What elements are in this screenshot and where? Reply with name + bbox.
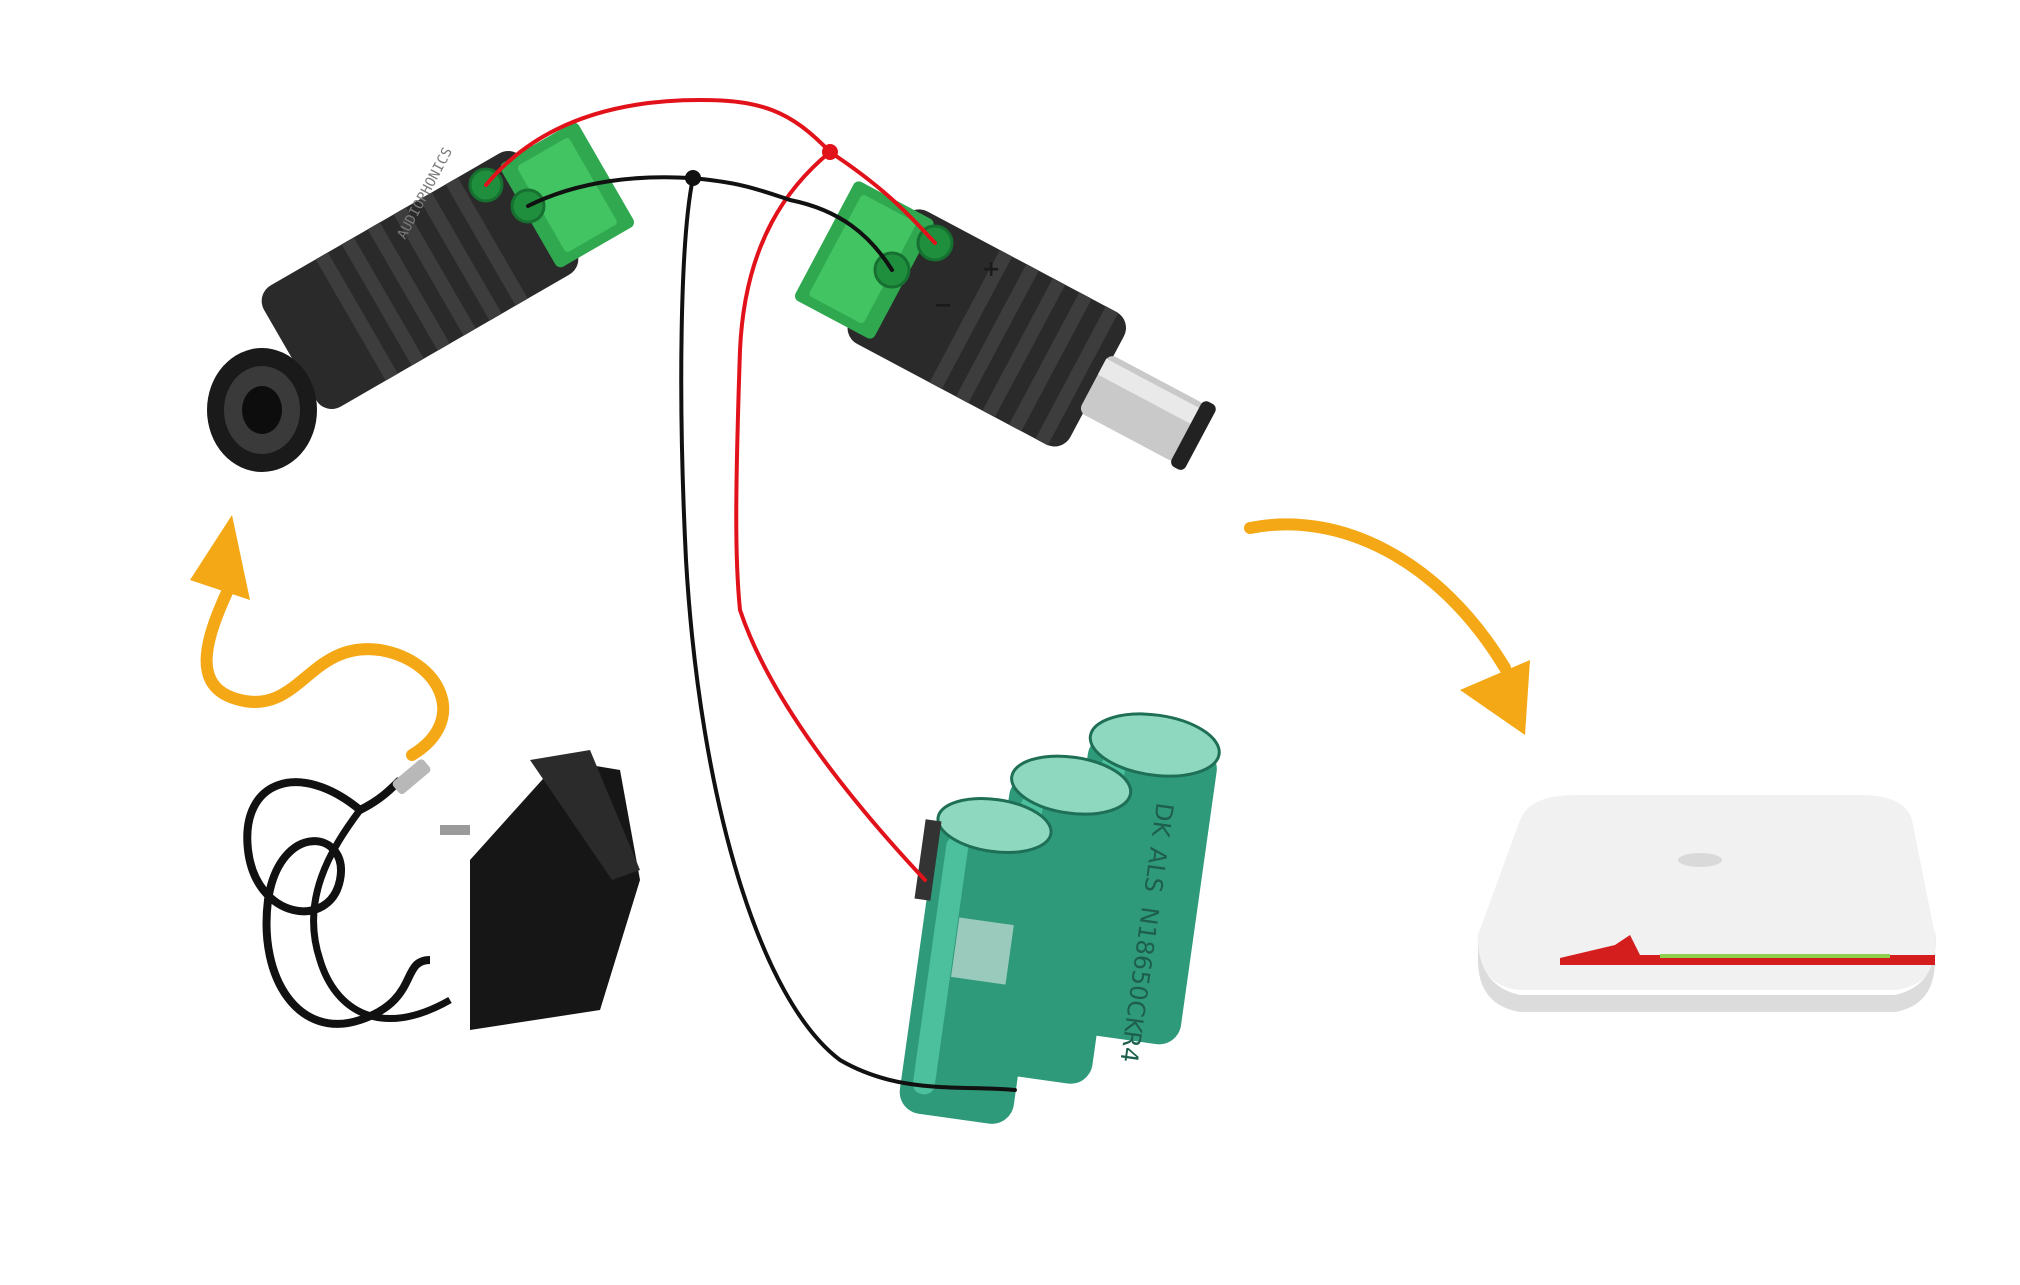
cell-marking: ALS [1138,846,1172,894]
wire-negative-battery [679,176,1017,1092]
arrow-head-down [1460,660,1530,735]
arrow-icon [190,515,1530,761]
male-dc-plug-icon: + − [795,181,1216,470]
cell-marking: DK [1146,801,1179,840]
polarity-positive-label: + [982,257,1000,282]
junction-negative [685,170,701,186]
router-icon [1477,795,1936,1012]
polarity-negative-label: − [934,293,952,318]
battery-pack-icon: DK ALS N18650CK R4 [899,712,1221,1124]
cell-marking: R4 [1114,1029,1146,1065]
arrow-head-up [190,515,250,600]
female-dc-jack-icon: AUDIOPHONICS [207,122,634,472]
arrow-adapter-to-jack [200,584,450,761]
power-adapter-icon [243,750,640,1030]
wire-positive-battery [734,150,927,882]
junction-positive [822,144,838,160]
wire-positive [484,98,937,245]
wire-negative [526,175,894,272]
wires [484,98,1017,1092]
arrow-plug-to-router [1244,518,1511,674]
